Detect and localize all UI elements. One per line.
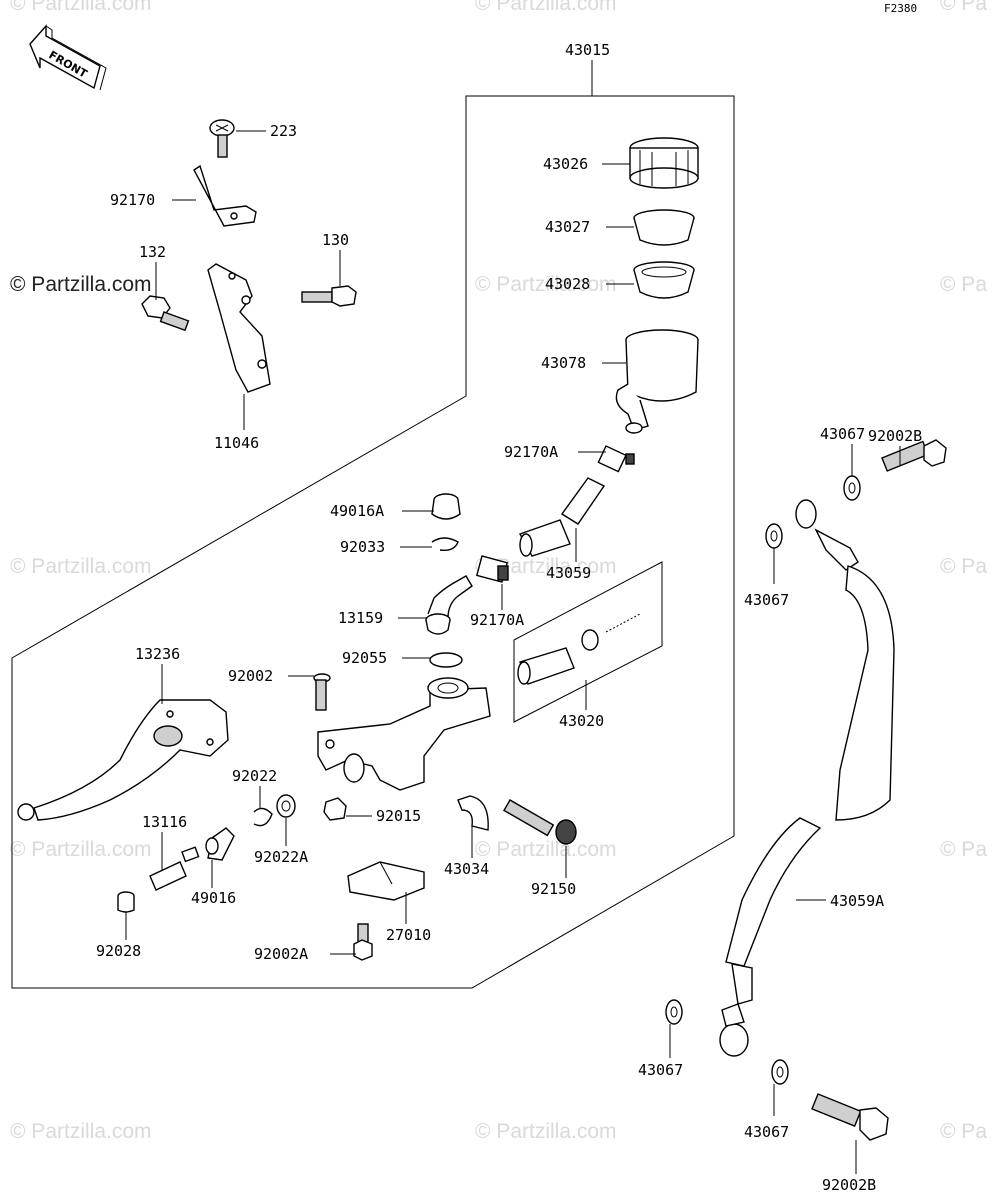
- watermark: © Partzilla.com: [475, 555, 617, 578]
- label-92002B-bottom: 92002B: [822, 1176, 876, 1194]
- screw-223: [209, 119, 235, 158]
- watermark: © Pa: [940, 555, 987, 578]
- bracket-11046: [207, 263, 271, 393]
- bolt-130: [301, 285, 357, 307]
- cap-92028: [117, 891, 135, 913]
- lever-13236: [17, 699, 229, 821]
- part-labels: 43015 223 92170 132 130 11046 43026 4302…: [96, 41, 922, 1194]
- label-11046: 11046: [214, 434, 259, 452]
- bolt-92002: [313, 673, 331, 711]
- clamp-92170: [193, 164, 257, 227]
- circlip-92033: [431, 537, 459, 552]
- kit-outline: [513, 561, 663, 723]
- label-43026: 43026: [543, 155, 588, 173]
- label-13236: 13236: [135, 645, 180, 663]
- label-43067-d: 43067: [744, 1123, 789, 1141]
- hose-43059A: [719, 499, 895, 1057]
- washer-43067-d: [771, 1059, 789, 1085]
- watermark: © Partzilla.com: [475, 838, 617, 861]
- watermark: © Partzilla.com: [475, 273, 617, 296]
- boot-49016: [205, 827, 235, 861]
- label-130: 130: [322, 231, 349, 249]
- label-43059A: 43059A: [830, 892, 884, 910]
- watermark: © Pa: [940, 273, 987, 296]
- screw-92002A: [353, 923, 373, 961]
- label-13159: 13159: [338, 609, 383, 627]
- oring-92055: [429, 652, 463, 668]
- nut-92015: [323, 797, 347, 821]
- watermark: © Partzilla.com: [10, 838, 152, 861]
- washer-43067-a: [843, 475, 861, 501]
- holder-43034: [457, 795, 489, 831]
- label-27010: 27010: [386, 926, 431, 944]
- label-43034: 43034: [444, 860, 489, 878]
- label-92022A: 92022A: [254, 848, 308, 866]
- fitting-13159: [425, 575, 473, 635]
- watermark: © Partzilla.com: [10, 1120, 152, 1143]
- label-92002: 92002: [228, 667, 273, 685]
- figure-code: F2380: [884, 2, 917, 15]
- watermark-layer: © Partzilla.com © Partzilla.com © Pa © P…: [10, 0, 987, 1143]
- cap-49016A: [431, 493, 461, 520]
- label-43028: 43028: [545, 275, 590, 293]
- watermark: © Partzilla.com: [10, 555, 152, 578]
- label-92055: 92055: [342, 649, 387, 667]
- banjo-bolt-92002B-bottom: [811, 1093, 889, 1141]
- label-43015: 43015: [565, 41, 610, 59]
- label-43067-c: 43067: [638, 1061, 683, 1079]
- label-13116: 13116: [142, 813, 187, 831]
- clamp-92170A-mid: [475, 555, 509, 583]
- washer-43067-c: [665, 999, 683, 1025]
- watermark-main: © Partzilla.com: [10, 273, 152, 296]
- bolt-132: [141, 295, 190, 332]
- reservoir-43078: [615, 329, 699, 434]
- label-92033: 92033: [340, 538, 385, 556]
- label-43020: 43020: [559, 712, 604, 730]
- diaphragm-43028: [633, 261, 695, 299]
- watermark: © Partzilla.com: [10, 0, 152, 15]
- front-arrow-icon: FRONT: [29, 24, 107, 91]
- label-43027: 43027: [545, 218, 590, 236]
- watermark: © Pa: [940, 838, 987, 861]
- label-92170: 92170: [110, 191, 155, 209]
- label-92028: 92028: [96, 942, 141, 960]
- label-43067-b: 43067: [744, 591, 789, 609]
- watermark: © Pa: [940, 1120, 987, 1143]
- label-92015: 92015: [376, 807, 421, 825]
- clamp-92170A-top: [597, 445, 635, 473]
- cap-43026: [629, 137, 699, 189]
- label-92002B-top: 92002B: [868, 427, 922, 445]
- watermark: © Partzilla.com: [475, 1120, 617, 1143]
- label-43059: 43059: [546, 564, 591, 582]
- piston-kit-43020: [517, 613, 641, 685]
- label-49016: 49016: [191, 889, 236, 907]
- label-49016A: 49016A: [330, 502, 384, 520]
- label-92150: 92150: [531, 880, 576, 898]
- bolt-92150: [503, 799, 577, 845]
- label-223: 223: [270, 122, 297, 140]
- assembly-outline: [11, 95, 735, 989]
- label-92022: 92022: [232, 767, 277, 785]
- label-43078: 43078: [541, 354, 586, 372]
- label-43067-a: 43067: [820, 425, 865, 443]
- master-cylinder-body: [317, 677, 491, 791]
- label-92170A-mid: 92170A: [470, 611, 524, 629]
- leader-lines: [125, 60, 901, 1174]
- watermark: © Pa: [940, 0, 987, 15]
- watermark: © Partzilla.com: [475, 0, 617, 15]
- banjo-bolt-92002B-top: [881, 439, 947, 472]
- hose-43059: [518, 477, 606, 557]
- switch-27010: [347, 861, 425, 901]
- pushrod-13116: [149, 846, 200, 891]
- label-92170A-top: 92170A: [504, 443, 558, 461]
- circlip-92022: [253, 807, 273, 827]
- label-92002A: 92002A: [254, 945, 308, 963]
- label-132: 132: [139, 243, 166, 261]
- washer-92022A: [276, 794, 296, 818]
- washer-43067-b: [765, 523, 783, 549]
- plate-43027: [633, 209, 695, 246]
